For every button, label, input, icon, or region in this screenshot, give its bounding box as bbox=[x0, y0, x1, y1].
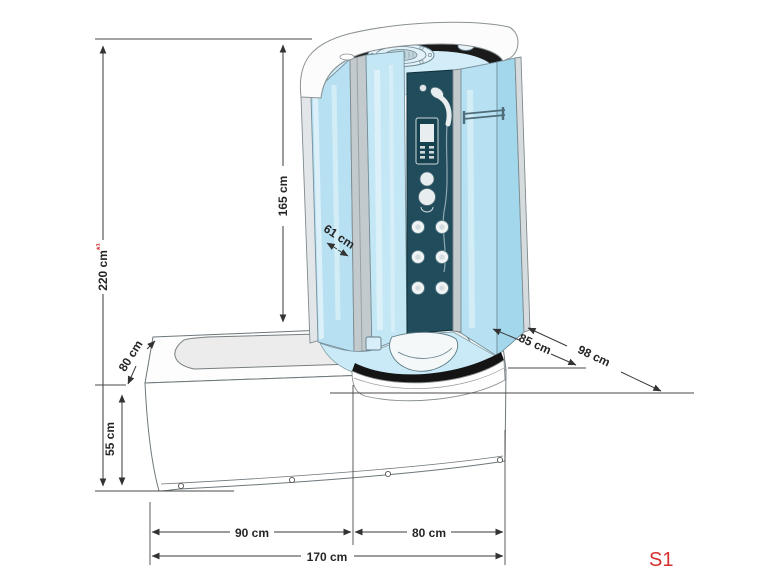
cabin-base-rim bbox=[352, 352, 504, 383]
roof-vent-oval bbox=[339, 53, 355, 61]
massage-jets bbox=[411, 220, 449, 295]
dim-inner-height: 165 cm bbox=[276, 44, 290, 323]
dim-total-length: 170 cm bbox=[151, 550, 504, 564]
dim-total-height: 220 cm*¹ bbox=[95, 45, 110, 487]
dim-cabin-depth-total-label: 98 cm bbox=[576, 342, 613, 369]
dim-cabin-section-length-label: 80 cm bbox=[412, 526, 446, 540]
sliding-door-glass bbox=[365, 50, 408, 351]
dim-total-height-note: *¹ bbox=[95, 243, 106, 250]
dim-tub-height-label: 55 cm bbox=[103, 422, 117, 456]
dimension-lines: 220 cm*¹ 165 cm 61 cm 80 cm 55 cm 8 bbox=[95, 38, 694, 565]
dim-total-length-label: 170 cm bbox=[307, 550, 348, 564]
tub-seat bbox=[389, 331, 459, 372]
right-glass-panel bbox=[460, 61, 498, 357]
tub-feet bbox=[177, 456, 504, 490]
tub-apron-trim bbox=[160, 455, 504, 485]
dim-inner-height-label: 165 cm bbox=[276, 176, 290, 217]
dim-cabin-section-length: 80 cm bbox=[354, 526, 504, 540]
svg-text:220 cm*¹: 220 cm*¹ bbox=[95, 243, 110, 291]
roof-cornice bbox=[299, 21, 519, 99]
variant-label: S1 bbox=[649, 549, 673, 571]
dim-cabin-depth-front-label: 85 cm bbox=[517, 331, 554, 358]
dim-tub-depth-label: 80 cm bbox=[116, 338, 146, 374]
dim-tub-section-length-label: 90 cm bbox=[235, 526, 269, 540]
mixer-knobs bbox=[418, 171, 436, 213]
dim-cabin-depth-total: 98 cm bbox=[527, 327, 662, 392]
towel-rail bbox=[462, 107, 506, 124]
shower-cabin bbox=[299, 21, 531, 402]
left-glass-panel bbox=[310, 57, 355, 353]
dim-tub-section-length: 90 cm bbox=[151, 526, 352, 540]
inner-frame bbox=[452, 68, 462, 333]
dim-tub-height: 55 cm bbox=[103, 394, 126, 486]
drain-square bbox=[365, 336, 382, 351]
dim-total-height-label: 220 cm bbox=[96, 250, 110, 291]
control-panel bbox=[415, 117, 439, 165]
